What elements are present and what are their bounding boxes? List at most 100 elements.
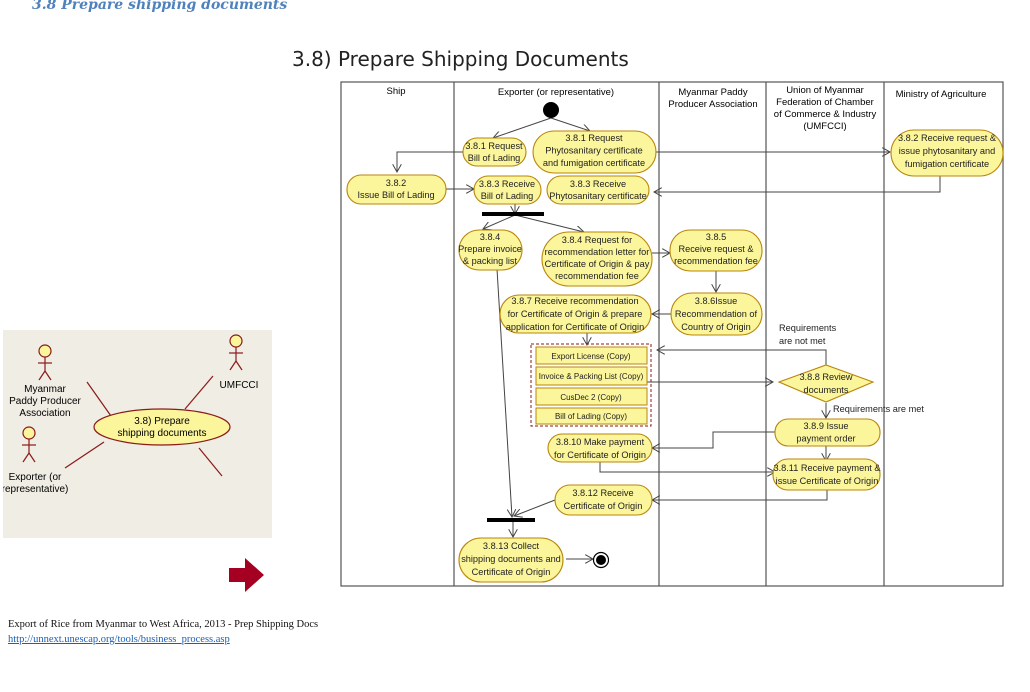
text-line: representative) [3,484,68,495]
activity-3-8-7-receive-recommendation[interactable] [499,294,652,334]
lane-header-moa: Ministry of Agriculture [896,89,987,100]
text-line: shipping documents and [461,554,561,564]
activity-3-8-4-prepare-invoice[interactable] [458,229,523,271]
text-line: Ministry of Agriculture [896,89,987,100]
text-line: 3.8.5 [706,232,726,242]
text-line: Prepare invoice [458,244,522,254]
text-line: Federation of Chamber [776,97,874,108]
text-line: of Commerce & Industry [774,109,877,120]
association-line [198,447,223,477]
flow-connectors [397,117,941,559]
activity-3-8-12-receive-certificate[interactable] [554,484,653,516]
text-line: documents [804,385,849,395]
activity-3-8-2-receive-request-issue-phytosanitary[interactable] [890,129,1004,177]
guard-met: Requirements are met [833,404,924,414]
association-line [64,441,105,469]
text-line: Ship [386,86,405,97]
text-line: 3.8.1 Request [565,133,623,143]
document-label: Invoice & Packing List (Copy) [539,372,644,381]
text-line: Phytosanitary certificate [545,146,643,156]
text-line: Certificate of Origin [472,567,551,577]
text-line: 3.8.6Issue [695,296,737,306]
activity-3-8-2-issue-bill-of-lading[interactable] [346,174,447,205]
source-link[interactable]: http://unnext.unescap.org/tools/business… [8,634,230,645]
text-line: are not met [779,336,826,346]
text-line: Certificate of Origin & pay [545,259,650,269]
document-cusdec-2[interactable] [535,387,648,406]
text-line: Association [19,408,70,419]
text-line: Union of Myanmar [786,85,864,96]
text-line: 3.8.4 [480,232,500,242]
lane-header-exporter: Exporter (or representative) [498,87,614,98]
text-line: 3.8.7 Receive recommendation [511,296,638,306]
text-line: Myanmar [24,384,66,395]
activity-label: 3.8.7 Receive recommendation for Certific… [506,296,644,332]
activity-label: 3.8.11 Receive payment &issue Certificat… [773,463,880,486]
text-line: Certificate of Origin [564,501,643,511]
activity-3-8-3-receive-bill-of-lading[interactable] [473,175,542,205]
text-line: application for Certificate of Origin [506,322,644,332]
text-line: 3.8.13 Collect [483,541,540,551]
text-line: Recommendation of [675,309,758,319]
text-line: for Certificate of Origin [554,450,646,460]
text-line: Phytosanitary certificate [549,191,647,201]
text-line: 3.8.2 [386,178,406,188]
text-line: Issue Bill of Lading [357,190,434,200]
activity-3-8-6-issue-recommendation[interactable] [670,292,763,336]
text-line: for Certificate of Origin & prepare [508,309,643,319]
text-line: 3.8.4 Request for [562,235,632,245]
text-line: recommendation fee [555,271,639,281]
document-invoice-packing-list[interactable] [535,366,648,386]
activity-label: 3.8.8 Review documents [799,372,852,395]
text-line: (UMFCCI) [803,121,846,132]
text-line: 3.8.10 Make payment [556,437,645,447]
document-export-license[interactable] [535,346,648,365]
activity-3-8-9-issue-payment-order[interactable] [774,418,881,447]
activity-3-8-11-receive-payment-issue-certificate[interactable] [772,458,881,491]
final-node [592,551,610,569]
text-line: 3.8.2 Receive request & [898,133,996,143]
text-line: Country of Origin [681,322,750,332]
activity-3-8-13-collect-documents[interactable] [458,537,564,583]
text-line: shipping documents [118,428,207,439]
activity-3-8-10-make-payment[interactable] [547,433,653,463]
activity-3-8-3-receive-phytosanitary[interactable] [546,175,650,205]
text-line: Producer Association [668,99,757,110]
document-bill-of-lading[interactable] [535,407,648,425]
text-line: and fumigation certificate [543,158,645,168]
activity-label: 3.8.4 Request for recommendation letter f… [545,235,650,281]
lane-header-ship: Ship [386,86,405,97]
use-case-ellipse [93,408,231,446]
activity-3-8-1-request-phytosanitary[interactable] [532,130,657,174]
activity-3-8-5-receive-request-fee[interactable] [669,229,763,272]
activity-3-8-1-request-bill-of-lading[interactable] [462,137,527,167]
text-line: issue Certificate of Origin [776,476,879,486]
document-label: Export License (Copy) [551,352,630,361]
text-line: recommendation fee [674,256,758,266]
text-line: issue phytosanitary and [899,146,996,156]
activity-3-8-4-request-recommendation-letter[interactable] [541,231,653,287]
text-line: payment order [796,434,855,444]
document-group [530,343,652,427]
text-line: recommendation letter for [545,247,650,257]
text-line: 3.8) Prepare [134,416,190,427]
text-line: & packing list [463,256,518,266]
decision-3-8-8-review-documents[interactable] [777,364,875,403]
next-arrow-icon[interactable] [229,558,265,592]
text-line: 3.8.1 Request [465,141,523,151]
text-line: 3.8.8 Review [799,372,852,382]
actor-umfcci-label: UMFCCI [220,380,259,391]
text-line: 3.8.12 Receive [572,488,633,498]
document-label: Bill of Lading (Copy) [555,412,627,421]
text-line: Bill of Lading [481,191,534,201]
text-line: Requirements [779,323,837,333]
